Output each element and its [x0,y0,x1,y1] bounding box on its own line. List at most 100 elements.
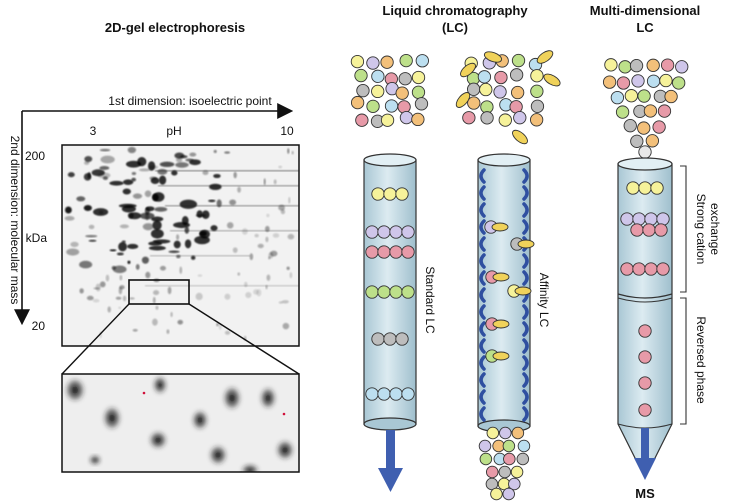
gel-spot [84,161,90,165]
affinity-capture-sites [479,168,535,422]
gel-spot [105,274,110,282]
gel-spot-strong [184,239,192,249]
gel-spot [100,155,115,164]
gel-spot-strong [118,203,137,208]
gel-spot-strong [147,161,156,171]
protein-bead [366,56,380,70]
gel-spot [112,265,127,274]
zoom-spot [192,410,208,430]
protein-bead [513,111,527,125]
protein-bead [638,324,652,338]
gel-spot [233,171,237,179]
gel-spot [122,295,127,302]
gel-spot [265,236,269,243]
protein-bead [664,89,678,104]
protein-bead [630,223,644,237]
gel-spot [176,234,180,240]
capture-site-right [522,338,529,354]
standard-lc-input-mixture [350,53,429,128]
gel-spot [99,166,110,170]
capture-site-left [479,372,486,388]
capture-site-right [522,304,529,320]
lc-title-line1: Liquid chromatography [382,3,528,18]
gel-spot [76,196,86,202]
capture-site-left [479,321,486,337]
zoom-marker [142,391,146,395]
gel-spot [157,168,168,175]
gel-spot [97,172,111,179]
zoom-spot [241,464,259,472]
gel-spot [257,243,264,249]
protein-bead [660,58,675,72]
protein-bead [380,55,394,69]
gel-spot [138,168,151,172]
zoom-spot [89,455,101,465]
protein-bead [509,68,524,82]
protein-bead [411,70,426,85]
protein-bead [411,112,425,127]
protein-bead [486,426,500,440]
capture-site-left [479,389,486,405]
protein-bead [511,53,526,68]
gel-spot [224,330,231,335]
mdlc-bands [620,181,670,417]
protein-bead [395,187,409,201]
protein-bead [498,113,512,127]
protein-bead [637,121,651,135]
gel-spot [135,264,140,270]
affinity-ligand [543,73,561,87]
affinity-ligand [536,50,554,64]
protein-bead [350,54,365,69]
protein-bead [672,76,686,90]
gel-spot [131,171,137,176]
protein-bead [401,225,415,239]
gel-spot [278,165,283,169]
gel-spot [291,151,294,155]
protein-bead [623,119,637,133]
gel-spot-strong [158,175,167,185]
gel-spot-strong [210,225,218,232]
protein-bead [646,58,660,72]
protein-bead [626,181,640,195]
gel-spot [131,177,137,182]
protein-bead [646,74,661,88]
zoom-spot [65,378,85,402]
protein-bead [377,225,391,239]
gel-spot [197,274,203,277]
gel-spot [154,206,168,212]
gel-streak [170,230,299,232]
gel-spot [88,224,95,230]
gel-spot [70,241,79,248]
protein-bead [602,75,617,89]
protein-bead [498,465,512,479]
protein-bead [399,110,414,125]
protein-bead [675,60,689,74]
gel-spot [127,146,137,154]
gel-spot-strong [173,221,191,229]
capture-site-left [479,168,486,184]
gel-spot [287,233,295,240]
protein-bead [371,69,385,83]
protein-bead [355,113,369,127]
gel-spot [159,265,167,271]
gel-streak [158,185,299,187]
zoom-spot [153,376,167,394]
zoom-spot [103,406,121,430]
gel-spot [208,199,216,203]
gel-spot [253,289,259,295]
gel-spot [245,291,252,299]
protein-bead [389,225,403,239]
affinity-lc-output-mixture [478,426,531,501]
rp-bracket [680,297,687,425]
gel-spot [266,213,270,218]
gel-spot [84,156,93,163]
affinity-lc-input-mixture [455,50,561,145]
gel-spots [64,146,299,341]
scx-label-line1: Strong cation [694,194,708,265]
gel-panel: 2D-gel electrophoresis 1st dimension: is… [8,20,300,473]
gel-spot [118,306,122,309]
capture-site-right [522,202,529,218]
protein-bead [644,262,658,276]
gel-spot [85,234,98,238]
gel-spot-strong [179,199,198,209]
